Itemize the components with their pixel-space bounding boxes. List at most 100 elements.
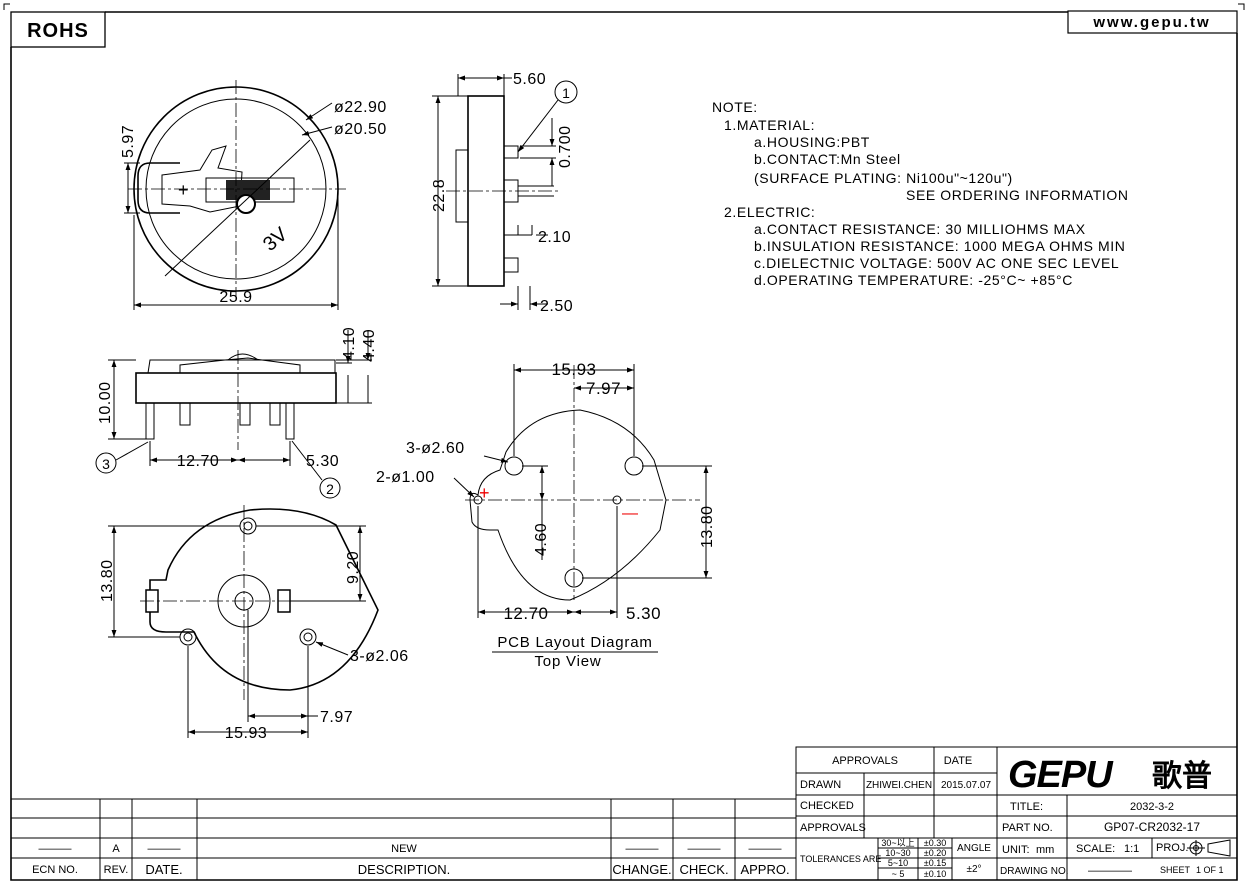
pcb-minus-mark: — [622,505,638,522]
note-insulation: b.INSULATION RESISTANCE: 1000 MEGA OHMS … [754,238,1125,254]
pcb-layout: + — 15.93 7.97 3-ø2.60 2-ø1.00 4.60 13.8… [376,360,716,670]
pcb-title: PCB Layout Diagram [497,634,652,651]
tb-approvals-header: APPROVALS [832,755,898,767]
bottom-dim-b: 15.93 [225,725,268,742]
rev-rev-label: REV. [104,864,129,876]
front-view: 4.10 4.40 10.00 12.70 5.30 3 2 [95,327,378,499]
tb-tol-range-2: 5~10 [888,858,908,868]
rev-desc: NEW [391,843,417,855]
tb-title-label: TITLE: [1010,801,1043,813]
pcb-subtitle: Top View [535,653,602,670]
bottom-dim-a: 7.97 [320,709,353,726]
pcb-dim-holes-big: 3-ø2.60 [406,440,465,457]
tb-tolerances-label: TOLERANCES ARE [800,854,881,864]
pcb-dim-w2: 7.97 [586,379,621,398]
tb-tol-value-3: ±0.10 [924,869,946,879]
rev-date-label: DATE. [145,862,182,877]
brand-logo-cn: 歌普 [1152,759,1212,793]
note-dielectric: c.DIELECTNIC VOLTAGE: 500V AC ONE SEC LE… [754,255,1119,271]
tb-title-value: 2032-3-2 [1130,801,1174,813]
note-contact: b.CONTACT:Mn Steel [754,151,901,167]
note-electric-title: 2.ELECTRIC: [724,204,815,220]
top-voltage-label: 3V [259,223,292,256]
front-dim-h1: 4.10 [341,327,358,360]
rev-appro-label: APPRO. [740,862,789,877]
tb-drawn-date: 2015.07.07 [941,780,991,791]
tb-part-value: GP07-CR2032-17 [1104,820,1200,834]
top-plus-mark: + [178,180,189,200]
website-label: www.gepu.tw [1092,14,1210,31]
callout-2: 2 [326,481,334,497]
projection-symbol-icon [1187,839,1231,857]
pcb-dim-v2: 13.80 [699,505,716,548]
tb-scale-label: SCALE: [1076,843,1115,855]
tb-drawn-by: ZHIWEI.CHEN [866,780,932,791]
bottom-dim-v: 9.20 [345,551,362,584]
rev-ecn: ——— [39,843,72,855]
tb-tol-range-0: 30~以上 [881,838,914,848]
pcb-dim-x2: 5.30 [626,604,661,623]
notes: NOTE: 1.MATERIAL: a.HOUSING:PBT b.CONTAC… [712,99,1128,288]
rev-change: ——— [626,843,659,855]
top-dim-tab-height: 5.97 [120,125,137,158]
top-view: + 3V ø22.90 ø20.50 5.97 25.9 [120,80,387,310]
pcb-dim-w1: 15.93 [551,360,596,379]
tb-angle-label: ANGLE [957,843,991,854]
pcb-dim-v1: 4.60 [533,523,550,556]
tb-drawing-no: ———— [1088,865,1132,877]
tb-scale-value: 1:1 [1124,843,1139,855]
tb-proj-label: PROJ. [1156,842,1188,854]
pcb-dim-x1: 12.70 [503,604,548,623]
rev-ecn-label: ECN NO. [32,864,78,876]
side-dim-height: 22.8 [431,179,448,212]
tb-unit-label: UNIT: [1002,844,1030,856]
tb-angle-tol: ±2° [966,864,981,875]
bottom-dim-holes: 3-ø2.06 [350,648,409,665]
tb-tol-range-3: ~ 5 [892,869,905,879]
pcb-dim-holes-small: 2-ø1.00 [376,469,435,486]
note-housing: a.HOUSING:PBT [754,134,870,150]
tb-tol-range-1: 10~30 [885,848,910,858]
note-material-title: 1.MATERIAL: [724,117,815,133]
revision-table: ——— A ——— NEW ——— ——— ——— ECN NO. REV. D… [10,798,797,881]
side-dim-thickness: 5.60 [513,71,546,88]
website-box [1067,10,1238,34]
title-block: APPROVALS DATE DRAWN ZHIWEI.CHEN 2015.07… [795,746,1238,881]
rev-change-label: CHANGE. [612,862,671,877]
front-dim-pitch: 12.70 [177,453,220,470]
rev-appro: ——— [749,843,782,855]
rev-check: ——— [688,843,721,855]
side-dim-a: 2.10 [538,229,571,246]
callout-1: 1 [562,85,570,101]
top-dim-outer-dia: ø22.90 [334,99,387,116]
rev-desc-label: DESCRIPTION. [358,862,450,877]
rev-value: A [112,843,120,855]
tb-drawing-label: DRAWING NO. [1000,866,1069,877]
side-dim-pin: 0.700 [557,125,574,168]
side-view: 5.60 1 0.700 22.8 2.10 2.50 [431,71,578,315]
tb-part-label: PART NO. [1002,822,1053,834]
tb-checked-label: CHECKED [800,800,854,812]
note-contact-resistance: a.CONTACT RESISTANCE: 30 MILLIOHMS MAX [754,221,1086,237]
tb-sheet-value: 1 OF 1 [1196,865,1224,875]
top-dim-width: 25.9 [219,289,252,306]
rohs-box [10,11,106,48]
pcb-plus-mark: + [479,483,490,503]
front-dim-h2: 4.40 [361,329,378,362]
rohs-label: ROHS [27,20,89,42]
tb-drawn-label: DRAWN [800,779,841,791]
rev-check-label: CHECK. [679,862,728,877]
bottom-dim-height: 13.80 [99,559,116,602]
note-heading: NOTE: [712,99,758,115]
tb-tol-value-2: ±0.15 [924,858,946,868]
tb-tol-value-1: ±0.20 [924,848,946,858]
brand-logo: GEPU [1008,754,1114,796]
callout-3: 3 [102,456,110,472]
tb-tol-value-0: ±0.30 [924,838,946,848]
note-temperature: d.OPERATING TEMPERATURE: -25°C~ +85°C [754,272,1073,288]
tb-unit-value: mm [1036,844,1054,856]
rev-date: ——— [148,843,181,855]
bottom-view: 13.80 9.20 3-ø2.06 7.97 15.93 [99,505,409,742]
front-dim-h3: 10.00 [97,381,114,424]
